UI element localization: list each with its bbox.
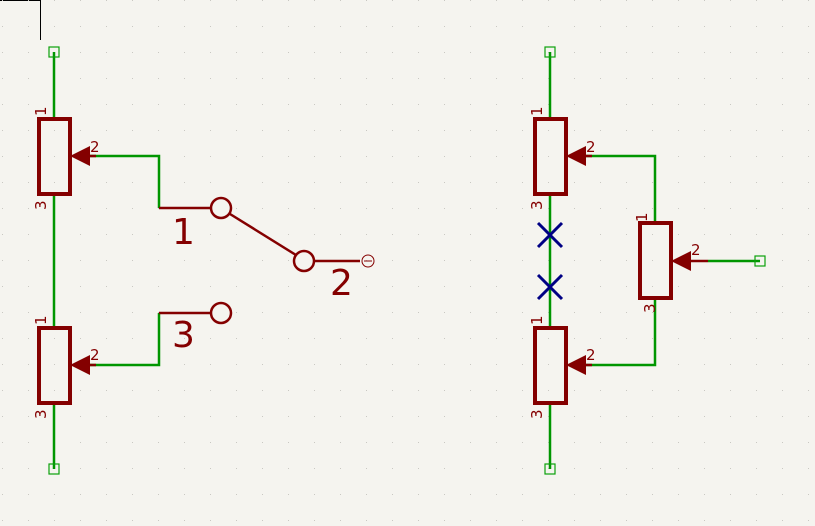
pin-label: 1 <box>528 106 546 116</box>
wire[interactable] <box>586 298 657 367</box>
potentiometer-bottom-left[interactable]: 1 2 3 <box>32 315 100 419</box>
switch-position-3-label: 3 <box>172 315 195 356</box>
port-marker[interactable] <box>754 255 766 267</box>
pin-label: 3 <box>528 200 546 210</box>
wire[interactable] <box>586 154 657 223</box>
potentiometer-top-right[interactable]: 1 2 3 <box>528 106 596 210</box>
port-marker[interactable] <box>544 463 556 475</box>
right-circuit: 1 2 3 1 2 3 1 2 3 <box>528 46 766 475</box>
potentiometer-top-left[interactable]: 1 2 3 <box>32 106 100 210</box>
pin-label: 3 <box>528 409 546 419</box>
pin-label: 2 <box>90 138 100 156</box>
pin-label: 2 <box>586 138 596 156</box>
no-connect-flag[interactable] <box>536 221 564 249</box>
pin-label: 2 <box>691 241 701 259</box>
port-marker[interactable] <box>544 46 556 58</box>
wire[interactable] <box>90 154 161 208</box>
pin-label: 2 <box>90 346 100 364</box>
potentiometer-bottom-right[interactable]: 1 2 3 <box>528 315 596 419</box>
left-circuit: 1 2 3 1 2 3 1 2 3 <box>32 46 375 475</box>
pin-label: 1 <box>633 212 651 222</box>
port-marker[interactable] <box>48 463 60 475</box>
no-connect-flag[interactable] <box>536 273 564 301</box>
pin-label: 1 <box>32 315 50 325</box>
pin-label: 1 <box>528 315 546 325</box>
wire[interactable] <box>90 313 161 367</box>
sheet-frame-corner <box>0 0 41 40</box>
unconnected-pin-marker[interactable] <box>361 254 375 268</box>
right-wires <box>548 52 760 469</box>
switch-position-1-label: 1 <box>172 212 195 253</box>
switch-position-2-label: 2 <box>330 263 353 304</box>
pin-label: 3 <box>32 200 50 210</box>
pin-label: 3 <box>32 409 50 419</box>
pin-label: 2 <box>586 346 596 364</box>
left-wires <box>52 52 161 469</box>
rotary-switch[interactable] <box>159 196 360 325</box>
pin-label: 1 <box>32 106 50 116</box>
port-marker[interactable] <box>48 46 60 58</box>
pin-label: 3 <box>641 303 659 313</box>
potentiometer-middle-right[interactable]: 1 2 3 <box>633 212 708 313</box>
